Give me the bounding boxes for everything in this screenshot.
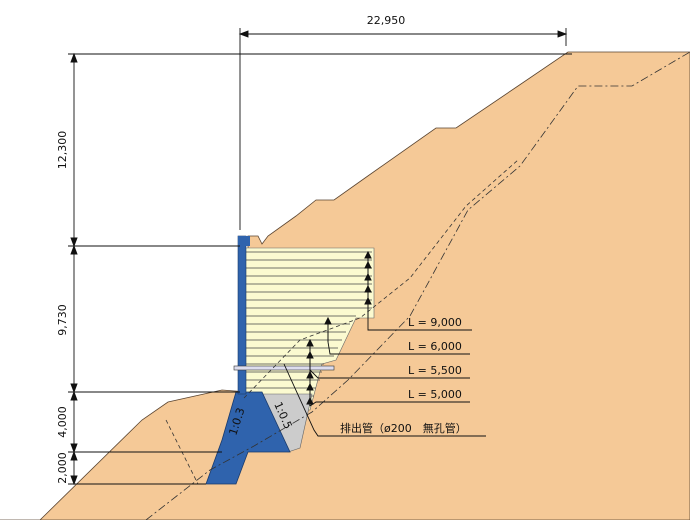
dim-top-width: 22,950 [367, 14, 406, 27]
label-drain-pipe: 排出管（ø200 無孔管） [340, 421, 467, 435]
wall-cap [238, 236, 250, 246]
dim-height-footing: 2,000 [56, 452, 69, 484]
label-l5500: L = 5,500 [408, 364, 462, 377]
reinforcement-arrows [306, 250, 372, 406]
dim-height-wall: 9,730 [56, 304, 69, 336]
label-l6000: L = 6,000 [408, 340, 462, 353]
dimension-lines [68, 28, 572, 486]
label-leaders [283, 318, 486, 437]
wall-plate [233, 365, 335, 371]
dim-height-upper: 12,300 [56, 131, 69, 170]
design-chain-line [145, 51, 690, 520]
label-l9000: L = 9,000 [408, 316, 462, 329]
label-l5000: L = 5,000 [408, 388, 462, 401]
dim-height-base: 4,000 [56, 406, 69, 438]
